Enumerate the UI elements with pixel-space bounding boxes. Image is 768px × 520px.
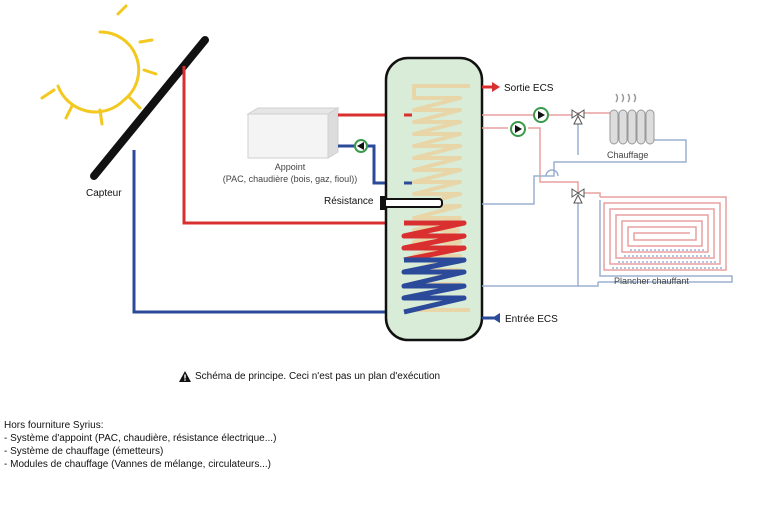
heating-pump-2-icon — [510, 121, 526, 137]
appoint-detail: (PAC, chaudière (bois, gaz, fioul)) — [223, 174, 357, 184]
solar-collector — [90, 36, 209, 180]
sun-icon — [40, 4, 158, 126]
notes-item: - Modules de chauffage (Vannes de mélang… — [4, 459, 272, 470]
underfloor-heating-icon — [598, 196, 733, 283]
supply-notes: Hors fourniture Syrius: - Système d'appo… — [4, 419, 276, 471]
solar-system-diagram: Capteur Appoint (PAC, chaudière (bois, g… — [40, 4, 733, 342]
notes-item: - Système de chauffage (émetteurs) — [4, 446, 164, 457]
collector-hot-pipe — [182, 66, 404, 225]
mixing-valve-2-icon — [571, 188, 585, 204]
sortie-ecs-label: Sortie ECS — [504, 83, 554, 94]
warning-text: Schéma de principe. Ceci n'est pas un pl… — [195, 371, 441, 382]
notes-item: - Système d'appoint (PAC, chaudière, rés… — [4, 433, 277, 444]
entree-arrow-icon — [492, 313, 500, 323]
resistance-element — [383, 198, 443, 208]
plancher-label: Plancher chauffant — [614, 276, 689, 286]
sortie-arrow-icon — [492, 82, 500, 92]
solar-coil-cold — [401, 257, 467, 315]
upper-coil — [412, 84, 470, 232]
collector-cold-pipe — [132, 150, 404, 314]
warning-note: Schéma de principe. Ceci n'est pas un pl… — [179, 371, 440, 382]
heating-pump-1-icon — [533, 107, 549, 123]
warning-triangle-icon — [179, 371, 191, 382]
resistance-label: Résistance — [324, 196, 374, 207]
entree-ecs-label: Entrée ECS — [505, 314, 558, 325]
solar-coil-hot — [401, 220, 467, 263]
notes-title: Hors fourniture Syrius: — [4, 420, 104, 431]
appoint-box — [246, 107, 340, 159]
capteur-label: Capteur — [86, 188, 122, 199]
chauffage-label: Chauffage — [607, 150, 648, 160]
radiator-icon — [609, 93, 655, 145]
mixing-valve-1-icon — [571, 109, 585, 125]
appoint-title: Appoint — [275, 162, 306, 172]
